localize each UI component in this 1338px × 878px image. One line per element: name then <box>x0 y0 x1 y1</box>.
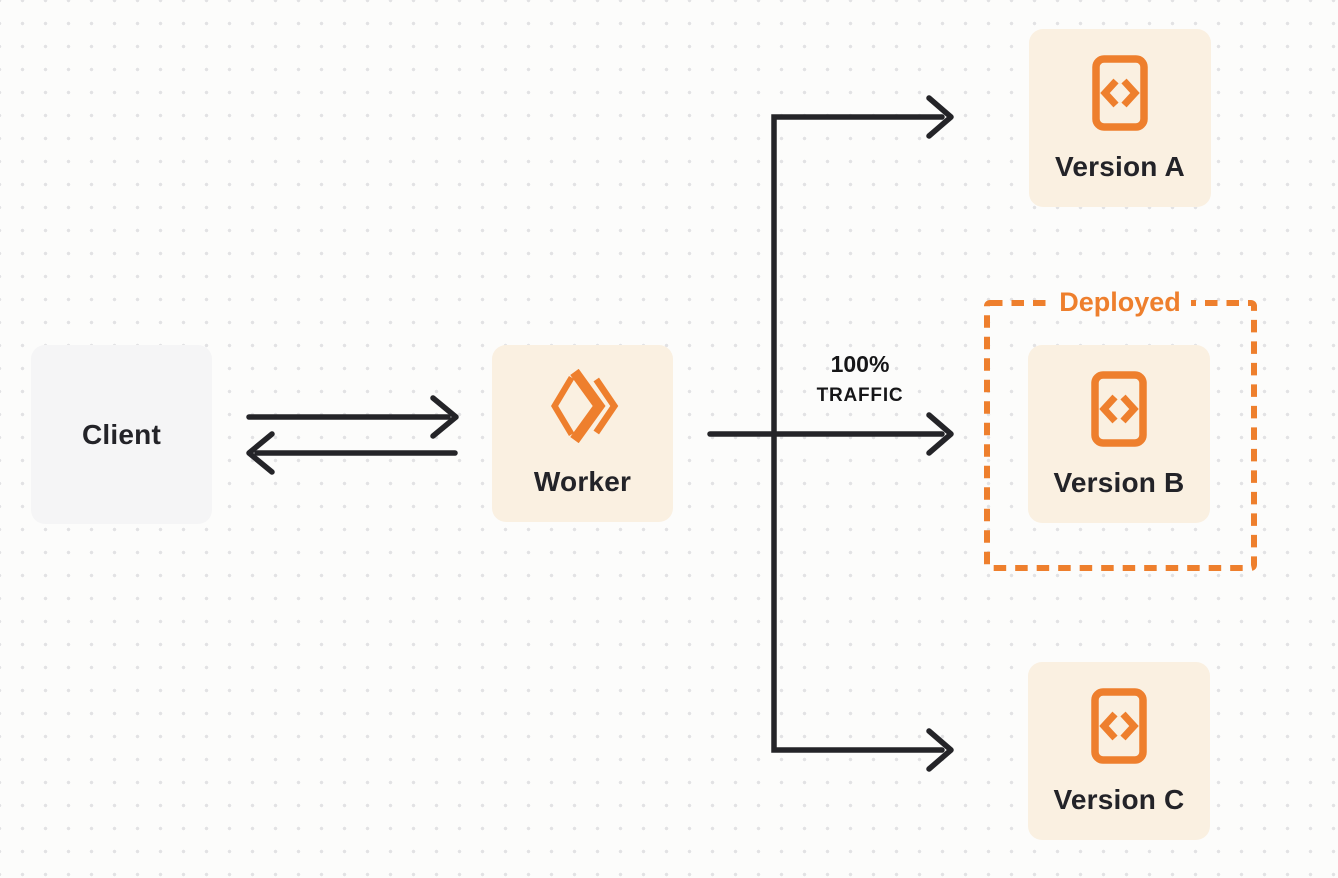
code-file-icon <box>1091 54 1149 137</box>
branch-trunk <box>707 114 945 753</box>
worker-node: Worker <box>492 345 673 522</box>
arrowhead-to-version-a <box>926 95 954 139</box>
deployed-label: Deployed <box>1049 288 1191 317</box>
client-node-label: Client <box>82 418 161 450</box>
version-c-node-label: Version C <box>1053 783 1185 815</box>
version-a-node: Version A <box>1029 29 1211 207</box>
traffic-word-text: TRAFFIC <box>816 385 904 406</box>
client-node: Client <box>31 345 212 524</box>
traffic-percent-text: 100% <box>830 351 890 377</box>
arrow-client-to-worker <box>246 395 459 439</box>
cloudflare-workers-icon <box>547 368 619 448</box>
worker-node-label: Worker <box>533 466 632 497</box>
arrowhead-to-version-b <box>926 412 954 456</box>
code-file-icon <box>1090 687 1148 770</box>
version-b-node: Version B <box>1028 345 1210 523</box>
code-file-icon <box>1090 370 1148 453</box>
deployed-label-container: Deployed <box>1020 288 1220 317</box>
version-b-node-label: Version B <box>1053 466 1185 498</box>
arrowhead-to-version-c <box>926 728 954 772</box>
arrow-worker-to-client <box>246 431 458 475</box>
version-a-node-label: Version A <box>1055 150 1185 182</box>
traffic-annotation: 100% TRAFFIC <box>790 348 930 412</box>
version-c-node: Version C <box>1028 662 1210 840</box>
